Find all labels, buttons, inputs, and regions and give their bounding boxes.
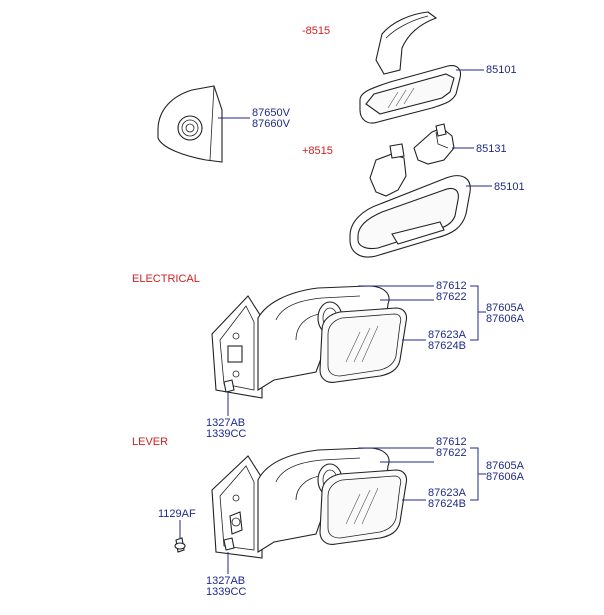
part-number-87612-electrical: 87612 — [436, 280, 467, 292]
variant-minus-label: -8515 — [302, 25, 330, 37]
part-number-1327ab-electrical: 1327AB — [206, 417, 245, 429]
assembly-bracket — [470, 447, 486, 501]
mirror-garnish-drawing — [157, 85, 223, 163]
lever-section-label: LEVER — [132, 436, 168, 448]
part-number-87622-electrical: 87622 — [436, 291, 467, 303]
part-number-87623a-lever: 87623A — [428, 487, 467, 499]
part-number-87612-lever: 87612 — [436, 436, 467, 448]
part-number-1339cc-electrical: 1339CC — [206, 428, 246, 440]
part-number-87622-lever: 87622 — [436, 447, 467, 459]
part-number-87605a-electrical: 87605A — [486, 302, 525, 314]
part-number-87624b-lever: 87624B — [428, 498, 466, 510]
part-number-85131: 85131 — [476, 143, 507, 155]
lever-mirror-drawing — [174, 447, 408, 559]
part-number-1129af: 1129AF — [158, 508, 196, 520]
mirror-cover-drawing — [413, 123, 455, 165]
part-number-85101-bottom: 85101 — [494, 181, 525, 193]
assembly-bracket — [470, 285, 486, 341]
part-number-1339cc-lever: 1339CC — [206, 586, 246, 598]
part-number-87606a-lever: 87606A — [486, 471, 525, 483]
part-number-87605a-lever: 87605A — [486, 460, 525, 472]
variant-plus-label: +8515 — [302, 145, 333, 157]
electrical-mirror-drawing — [211, 285, 408, 399]
part-number-85101-top: 85101 — [486, 64, 517, 76]
part-number-87650v: 87650V — [252, 107, 291, 119]
part-number-87606a-electrical: 87606A — [486, 313, 525, 325]
part-number-87660v: 87660V — [252, 118, 291, 130]
electrical-section-label: ELECTRICAL — [132, 273, 200, 285]
inner-mirror-bottom-drawing — [349, 143, 471, 258]
part-number-87624b-electrical: 87624B — [428, 340, 466, 352]
part-number-87623a-electrical: 87623A — [428, 329, 467, 341]
inner-mirror-top-drawing — [359, 11, 462, 124]
part-number-1327ab-lever: 1327AB — [206, 575, 245, 587]
